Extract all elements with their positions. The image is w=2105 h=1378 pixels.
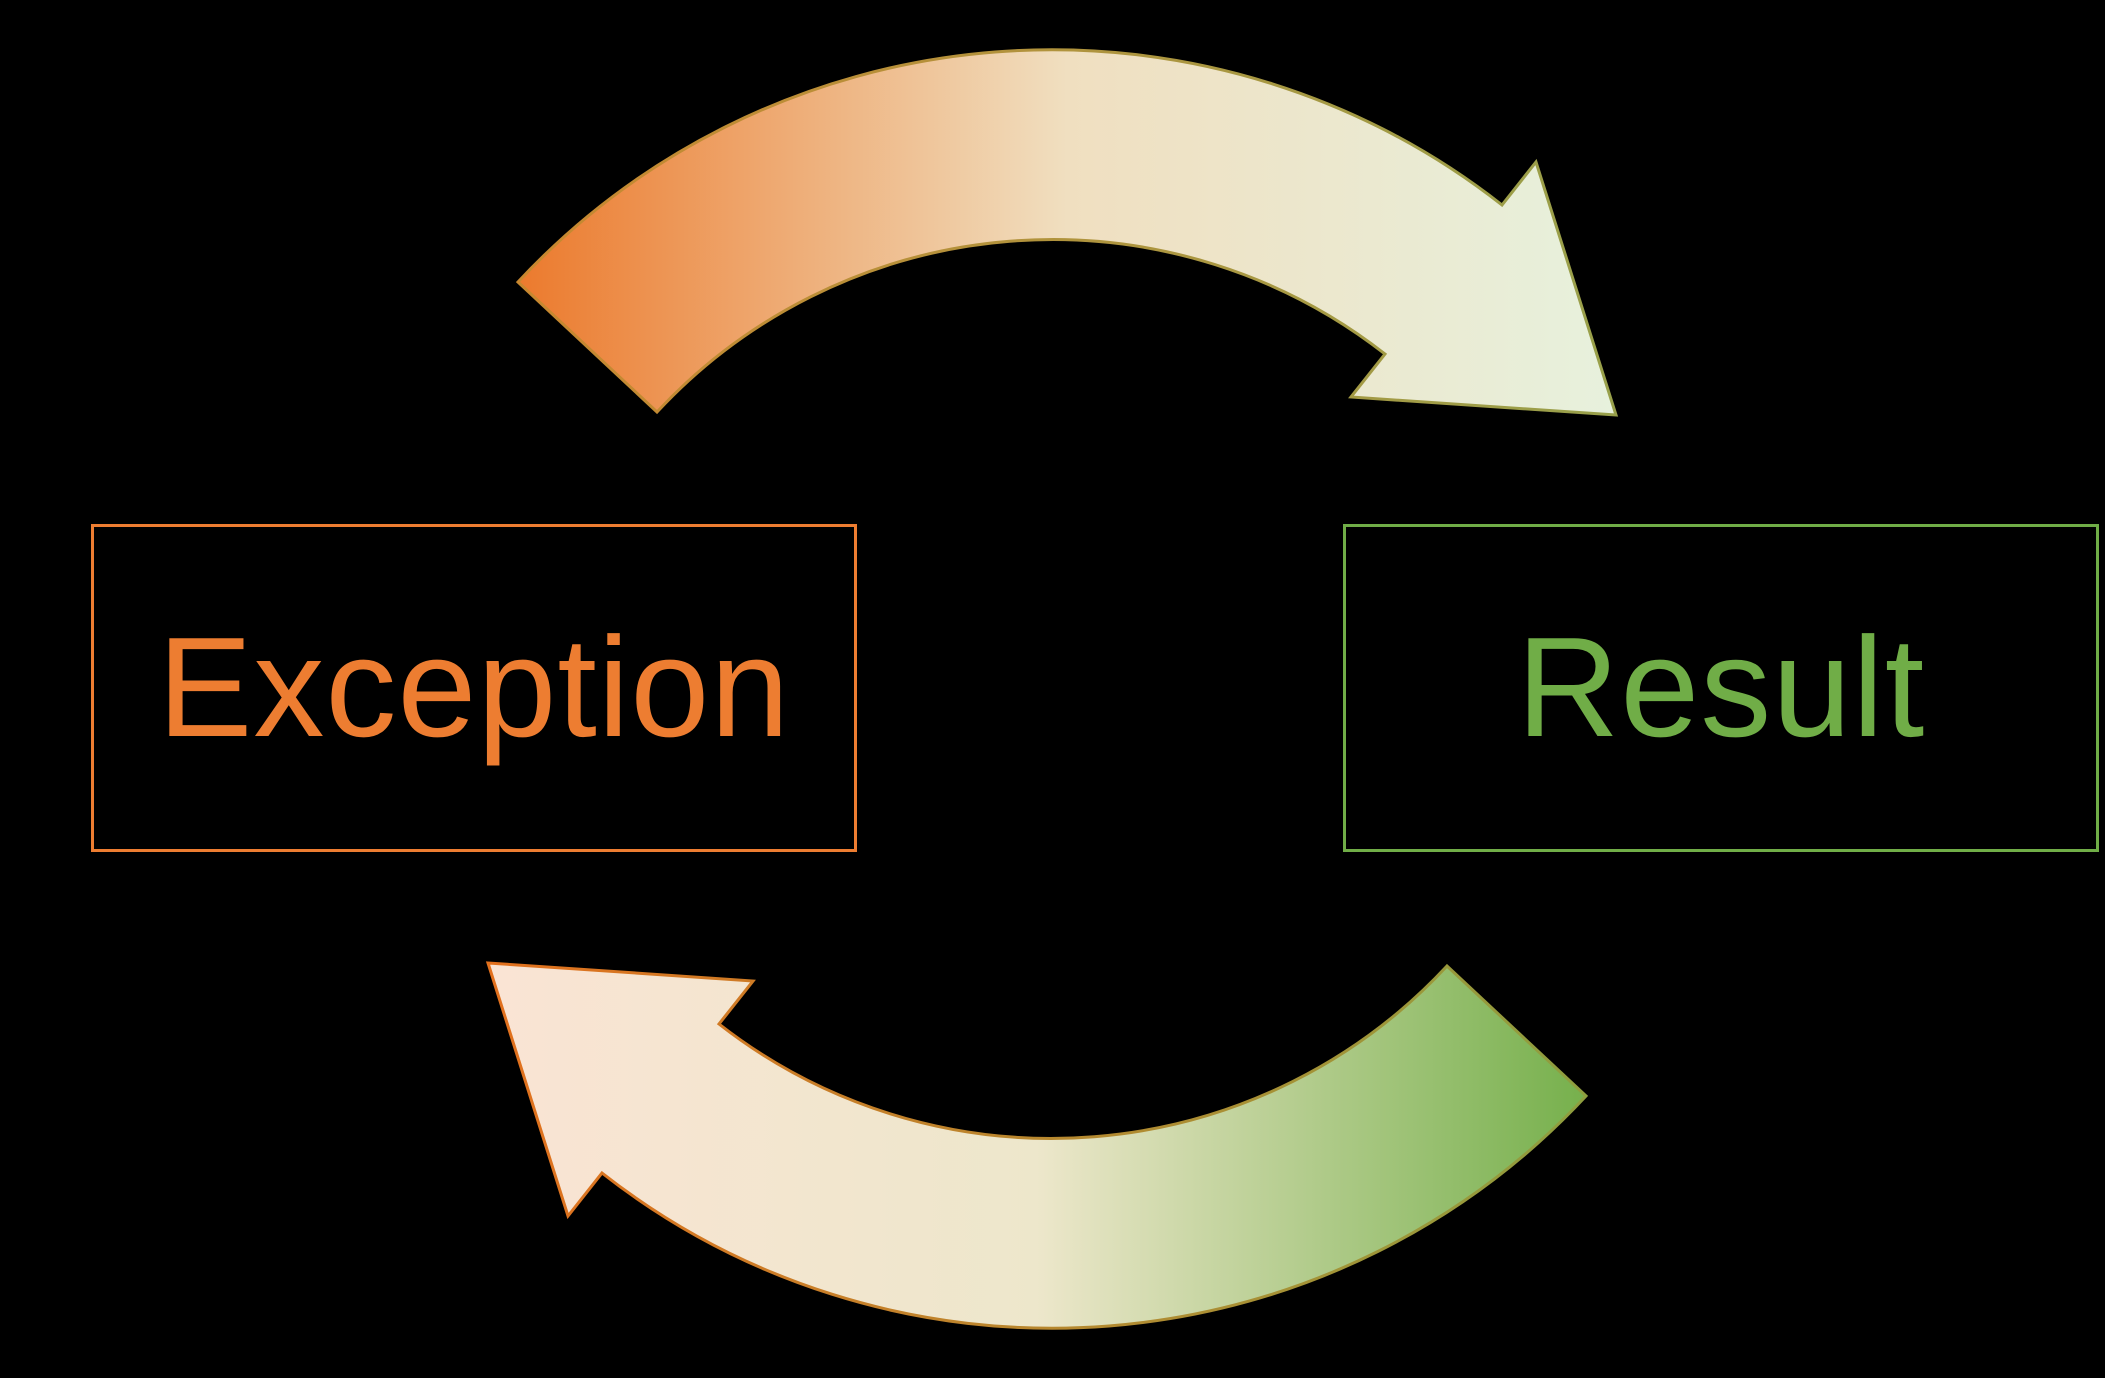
bottom-arrow bbox=[485, 961, 1589, 1330]
exception-box: Exception bbox=[91, 524, 857, 852]
top-arrow bbox=[515, 48, 1619, 417]
result-box: Result bbox=[1343, 524, 2099, 852]
exception-label: Exception bbox=[157, 608, 791, 767]
result-label: Result bbox=[1516, 608, 1926, 767]
